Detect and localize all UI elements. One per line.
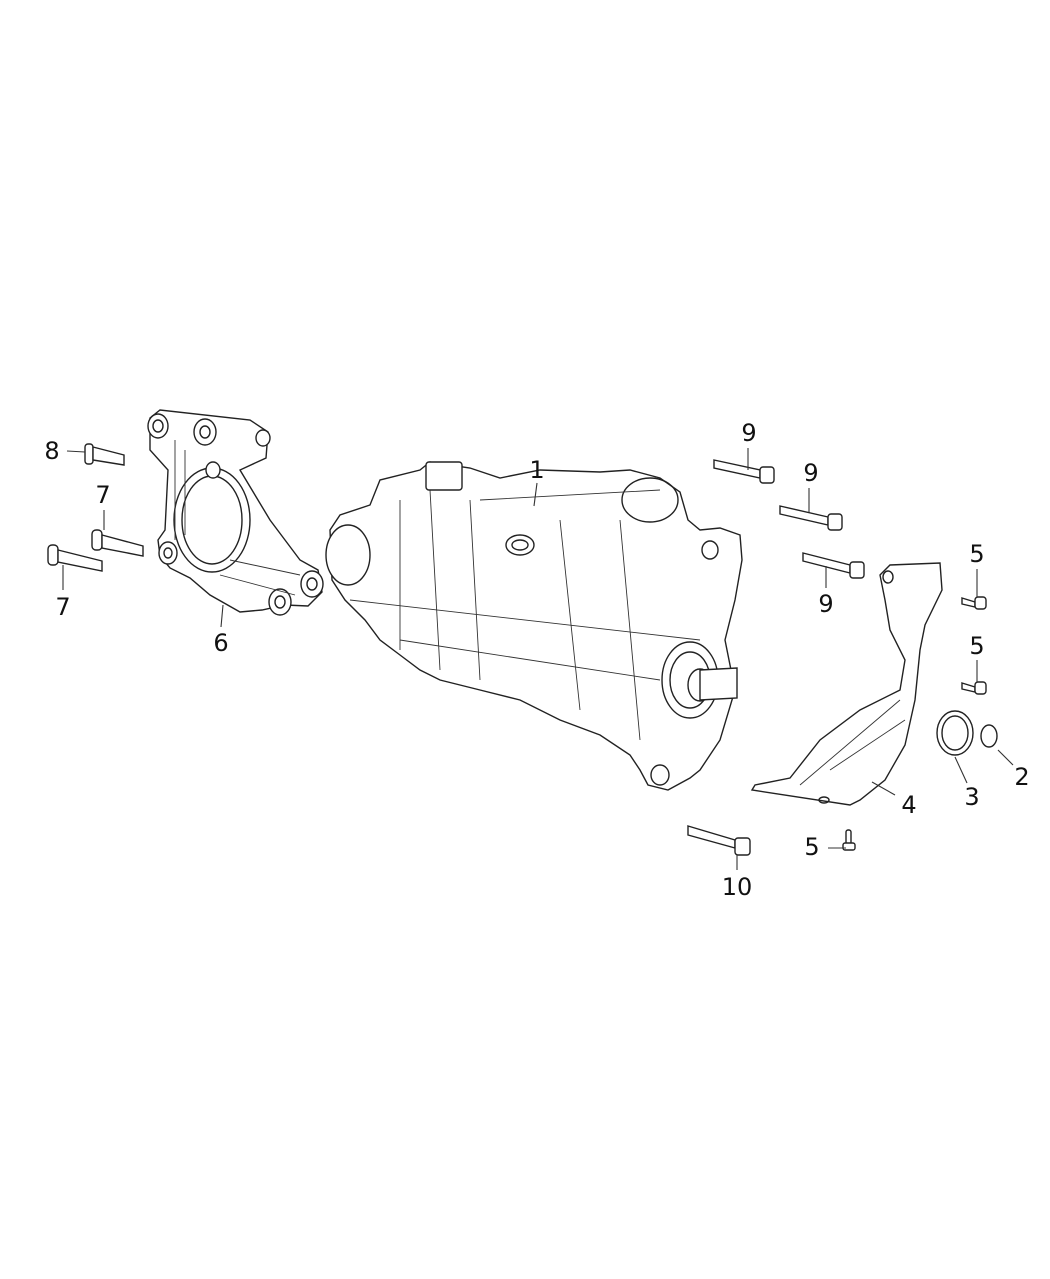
callout-7: 7 bbox=[55, 593, 71, 621]
callout-6: 6 bbox=[213, 629, 229, 657]
callout-4: 4 bbox=[901, 791, 917, 819]
callout-7: 7 bbox=[95, 481, 111, 509]
callout-2: 2 bbox=[1014, 763, 1030, 791]
bolts-7-8-illustration bbox=[47, 443, 144, 572]
callout-9: 9 bbox=[803, 459, 819, 487]
heat-shield-illustration bbox=[750, 562, 943, 806]
callout-9: 9 bbox=[741, 419, 757, 447]
callout-9: 9 bbox=[818, 590, 834, 618]
callout-5: 5 bbox=[969, 540, 985, 568]
callout-1: 1 bbox=[529, 456, 545, 484]
leader-lines bbox=[62, 448, 1014, 870]
small-parts-illustration bbox=[687, 596, 998, 856]
transfer-unit-illustration bbox=[325, 461, 743, 791]
callout-5: 5 bbox=[804, 833, 820, 861]
callout-10: 10 bbox=[721, 873, 753, 901]
bolts-9-illustration bbox=[713, 459, 865, 579]
mounting-bracket-illustration bbox=[147, 409, 324, 616]
callout-8: 8 bbox=[44, 437, 60, 465]
callout-3: 3 bbox=[964, 783, 980, 811]
callout-5: 5 bbox=[969, 632, 985, 660]
